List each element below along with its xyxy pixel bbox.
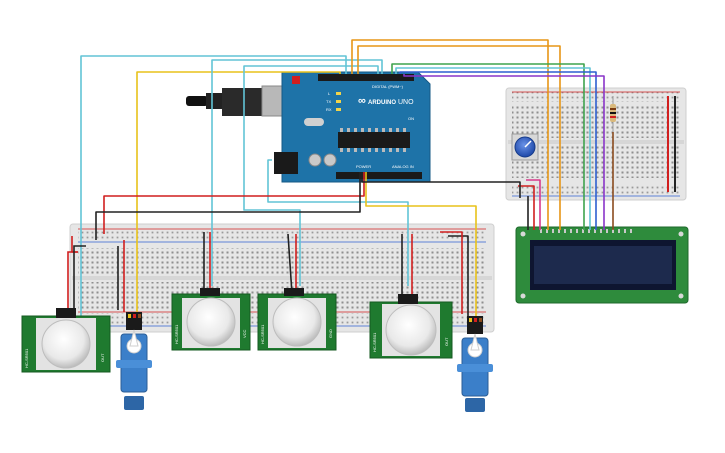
- pir-sensor-1: HC-SR501 OUT: [21, 308, 111, 373]
- pir-sensor-3: HC-SR501 GND: [257, 288, 337, 351]
- power-header-label: POWER: [356, 164, 371, 169]
- pir-4-pin-labels: OUT: [444, 337, 449, 346]
- servo-motor-1: [116, 312, 152, 410]
- led-label-tx: TX: [326, 99, 331, 104]
- resistor: [610, 96, 616, 132]
- pir-3-model-label: HC-SR501: [260, 324, 265, 344]
- led-label-on: ON: [408, 116, 414, 121]
- arduino-brand: ARDUINO: [368, 100, 396, 106]
- wires: [71, 39, 614, 320]
- lcd-display: [515, 226, 689, 304]
- analog-header-label: ANALOG IN: [392, 164, 414, 169]
- servo-motor-2: [457, 316, 493, 412]
- led-label-rx: RX: [326, 107, 332, 112]
- pir-4-model-label: HC-SR501: [372, 332, 377, 352]
- pir-1-pin-labels: OUT: [100, 353, 105, 362]
- pir-3-pin-labels: GND: [328, 329, 333, 338]
- sensor-leads: [67, 232, 413, 318]
- pir-sensor-4: HC-SR501 OUT: [369, 294, 453, 359]
- led-label-l: L: [328, 91, 331, 96]
- pir-sensor-2: HC-SR501 VCC: [171, 288, 251, 351]
- pir-2-model-label: HC-SR501: [174, 324, 179, 344]
- pir-1-model-label: HC-SR501: [24, 348, 29, 368]
- arduino-uno-board: L TX RX ON ∞ ARDUINO UNO DIGITAL (PWM~) …: [186, 71, 431, 183]
- digital-header-label: DIGITAL (PWM~): [372, 84, 404, 89]
- arduino-logo-icon: ∞: [358, 95, 366, 107]
- pir-2-pin-labels: VCC: [242, 329, 247, 338]
- potentiometer: [511, 133, 539, 161]
- arduino-model: UNO: [398, 99, 414, 106]
